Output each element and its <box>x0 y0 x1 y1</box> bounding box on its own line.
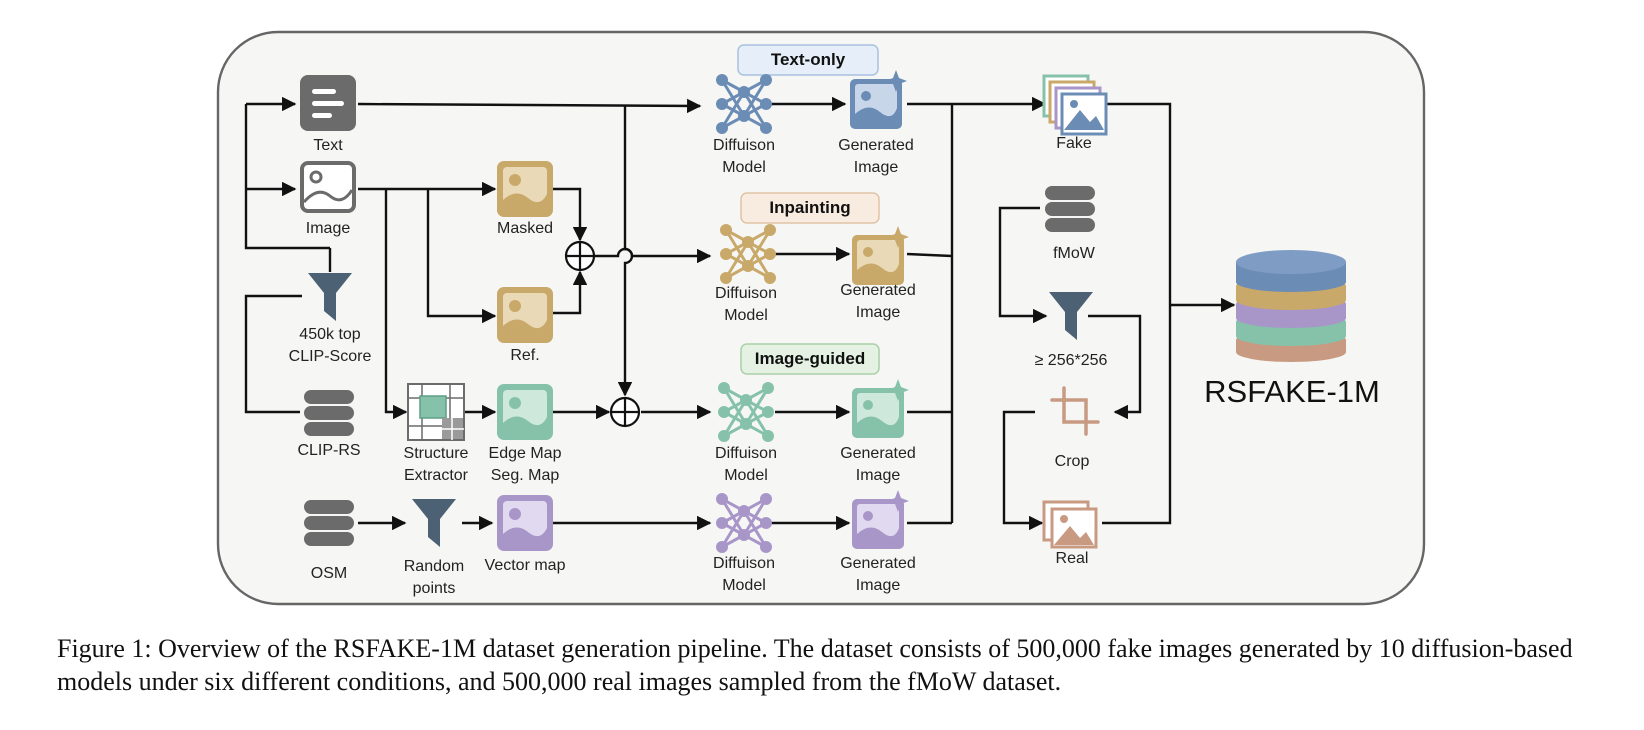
diffusion-label-2-line2: Model <box>724 307 768 324</box>
filter-label-line2: CLIP-Score <box>289 348 372 365</box>
dataset-stack-icon <box>1236 250 1346 362</box>
tag-image-guided: Image-guided <box>740 343 880 375</box>
generated-label-2-line2: Image <box>856 304 901 321</box>
structure-extractor-label-line2: Extractor <box>404 467 469 484</box>
fake-images-stack-icon <box>1042 74 1108 136</box>
svg-text:Image-guided: Image-guided <box>755 349 866 368</box>
tag-text-only: Text-only <box>737 44 879 76</box>
diffusion-label-4-line1: Diffuison <box>713 555 775 572</box>
diffusion-model-icon-2 <box>720 224 776 284</box>
text-label: Text <box>313 137 343 154</box>
generated-label-2-line1: Generated <box>840 282 916 299</box>
diffusion-model-icon-3 <box>718 382 774 442</box>
structure-extractor-label-line1: Structure <box>404 445 469 462</box>
edge-map-label-line2: Seg. Map <box>491 467 560 484</box>
generated-image-icon-1 <box>850 70 907 129</box>
osm-database-icon <box>304 500 354 546</box>
diffusion-label-3-line1: Diffuison <box>715 445 777 462</box>
random-points-label-line1: Random <box>404 558 464 575</box>
text-icon <box>300 75 356 131</box>
clip-rs-label: CLIP-RS <box>297 442 360 459</box>
filter-label-line1: 450k top <box>299 326 360 343</box>
crop-label: Crop <box>1055 453 1090 470</box>
diffusion-label-1-line1: Diffuison <box>713 137 775 154</box>
generated-label-4-line2: Image <box>856 577 901 594</box>
generated-label-1-line1: Generated <box>838 137 914 154</box>
size-filter-label: ≥ 256*256 <box>1035 352 1108 369</box>
ref-label: Ref. <box>510 347 539 364</box>
fake-label: Fake <box>1056 135 1092 152</box>
svg-text:Inpainting: Inpainting <box>769 198 850 217</box>
diffusion-label-2-line1: Diffuison <box>715 285 777 302</box>
generated-image-icon-2 <box>852 226 909 285</box>
fmow-label: fMoW <box>1053 245 1096 262</box>
diffusion-label-3-line2: Model <box>724 467 768 484</box>
generated-label-3-line2: Image <box>856 467 901 484</box>
fmow-database-icon <box>1045 186 1095 232</box>
structure-extractor-icon <box>407 383 465 441</box>
clip-rs-database-icon <box>304 390 354 436</box>
masked-image-icon <box>497 161 553 217</box>
diffusion-label-1-line2: Model <box>722 159 766 176</box>
diffusion-label-4-line2: Model <box>722 577 766 594</box>
generated-image-icon-4 <box>852 490 909 549</box>
combine-plus-icon <box>564 240 596 272</box>
edge-map-label-line1: Edge Map <box>489 445 562 462</box>
flow-lines <box>244 96 1236 531</box>
edge-map-image-icon <box>497 384 553 440</box>
image-label: Image <box>306 220 351 237</box>
diffusion-model-icon-4 <box>716 493 772 553</box>
image-icon <box>300 161 356 213</box>
dataset-title: RSFAKE-1M <box>1204 374 1380 409</box>
vector-map-image-icon <box>497 495 553 551</box>
masked-label: Masked <box>497 220 553 237</box>
random-points-label-line2: points <box>413 580 456 597</box>
real-label: Real <box>1056 550 1089 567</box>
generated-label-1-line2: Image <box>854 159 899 176</box>
generated-label-4-line1: Generated <box>840 555 916 572</box>
osm-label: OSM <box>311 565 347 582</box>
diffusion-model-icon-1 <box>716 74 772 134</box>
real-images-stack-icon <box>1042 500 1098 549</box>
generated-label-3-line1: Generated <box>840 445 916 462</box>
ref-image-icon <box>497 287 553 343</box>
combine-plus-icon-2 <box>609 396 641 428</box>
figure-caption: Figure 1: Overview of the RSFAKE-1M data… <box>57 634 1573 696</box>
vector-map-label: Vector map <box>485 557 566 574</box>
generated-image-icon-3 <box>852 379 909 438</box>
svg-text:Text-only: Text-only <box>771 50 846 69</box>
pipeline-diagram: Text Image 450k top CLIP-Score CLIP-RS O… <box>216 30 1426 606</box>
tag-inpainting: Inpainting <box>740 192 880 224</box>
crop-icon <box>1050 386 1100 436</box>
